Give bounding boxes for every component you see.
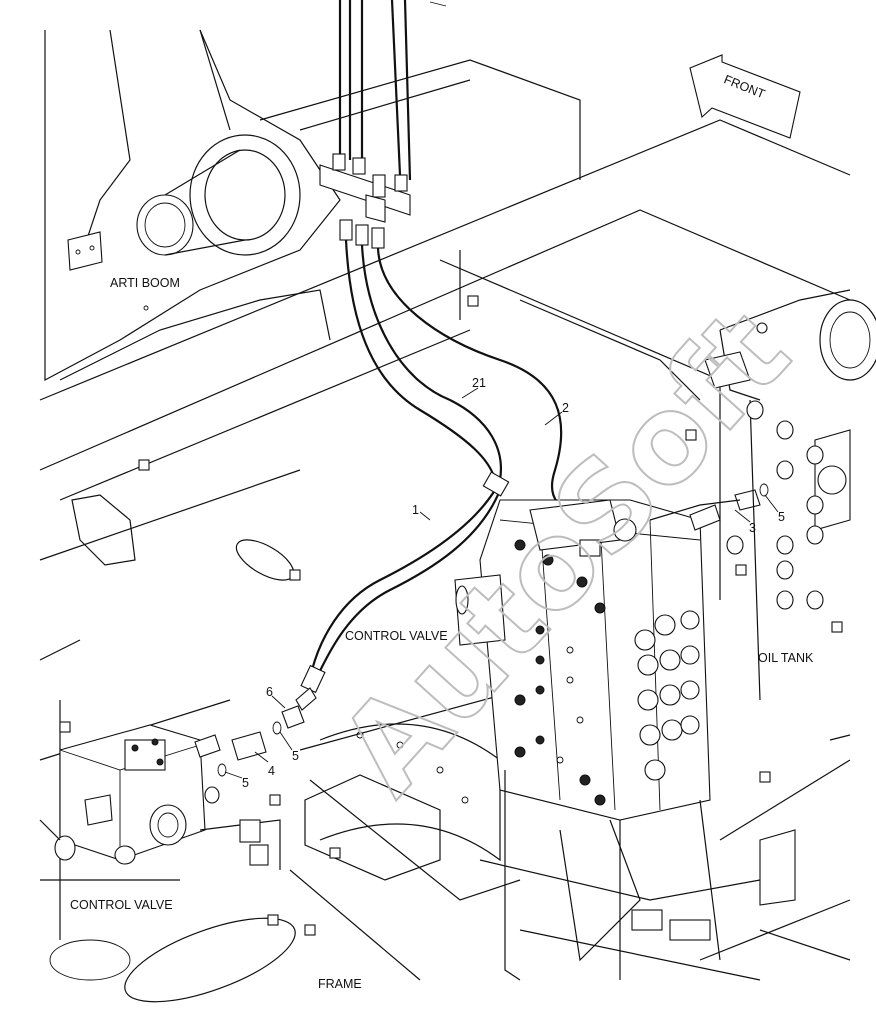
callout-5a: 5 (778, 510, 785, 524)
arti-boom (44, 29, 341, 381)
callout-1: 1 (412, 503, 419, 517)
aux-control-valve (39, 724, 281, 881)
control-valve-main-label: CONTROL VALVE (345, 629, 448, 643)
leader-lines (224, 387, 779, 779)
callout-5c: 5 (242, 776, 249, 790)
frame-label: FRAME (318, 977, 362, 991)
oil-tank-label: OIL TANK (758, 651, 814, 665)
front-arrow: FRONT (689, 54, 801, 139)
main-control-valve (454, 483, 769, 981)
hoses (300, 239, 591, 694)
callout-3: 3 (749, 521, 756, 535)
callout-4: 4 (268, 764, 275, 778)
arti-boom-label: ARTI BOOM (110, 276, 180, 290)
callout-6: 6 (266, 685, 273, 699)
control-valve-aux-label: CONTROL VALVE (70, 898, 173, 912)
oil-tank (704, 289, 876, 906)
callout-2: 2 (562, 401, 569, 415)
callout-5b: 5 (292, 749, 299, 763)
fittings (217, 687, 317, 777)
hose-bracket (319, 0, 447, 249)
callout-21: 21 (472, 376, 486, 390)
